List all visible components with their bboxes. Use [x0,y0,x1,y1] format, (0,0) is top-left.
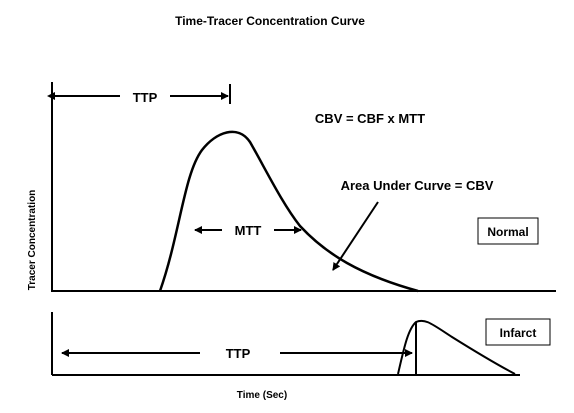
area-under-curve-label: Area Under Curve = CBV [341,178,494,193]
normal-curve [158,130,419,293]
infarct-box-label: Infarct [500,326,537,340]
mtt-label: MTT [235,223,262,238]
ttp-bottom-label: TTP [226,346,251,361]
cbv-equation: CBV = CBF x MTT [315,111,425,126]
area-under-curve-arrow [332,201,379,271]
infarct-box [485,318,551,346]
diagram-title: Time-Tracer Concentration Curve [175,14,365,28]
infarct-curve [397,319,516,375]
x-axis-label: Time (Sec) [237,390,287,401]
y-axis-label: Tracer Concentration [27,190,38,291]
normal-box-label: Normal [487,225,528,239]
normal-box [477,217,539,245]
ttp-top-label: TTP [133,90,158,105]
